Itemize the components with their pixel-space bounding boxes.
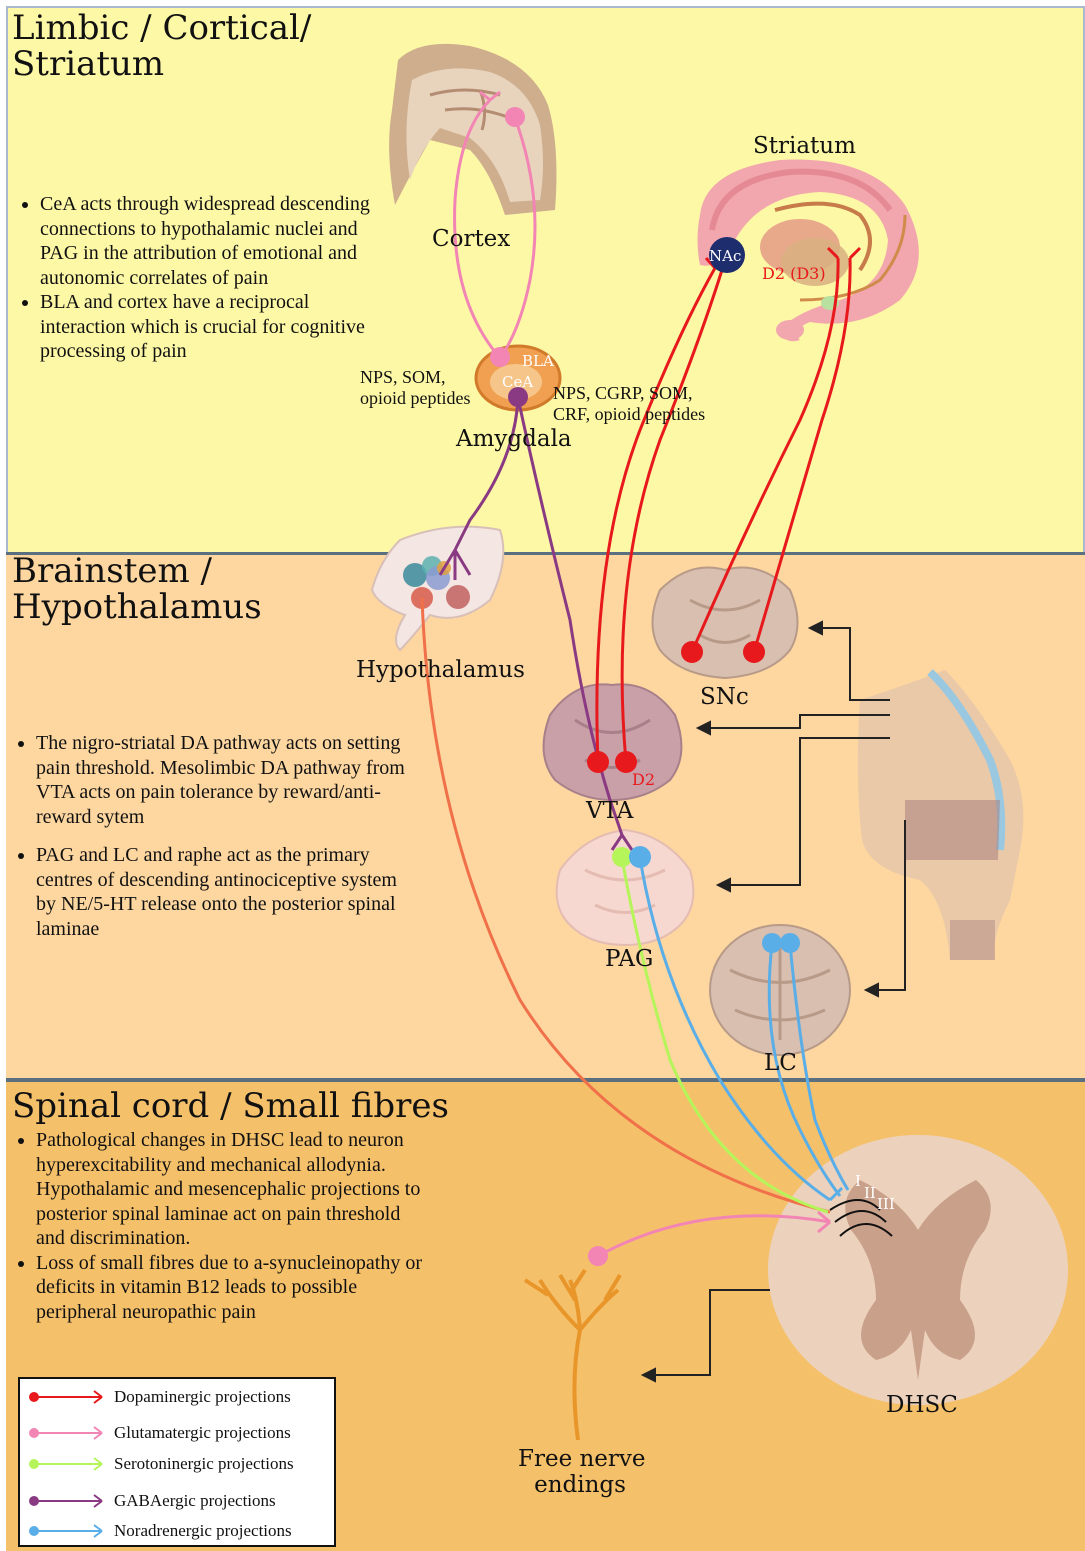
brainstem-sagittal-illustration [858,670,1023,960]
limbic-title-line1: Limbic / Cortical/ [12,8,311,48]
lamina-iii-label: III [877,1195,895,1213]
brainstem-title-line1: Brainstem / [12,551,212,591]
spinal-section-title: Spinal cord / Small fibres [12,1088,449,1124]
legend-label: Noradrenergic projections [114,1521,292,1541]
brainstem-title-line2: Hypothalamus [12,587,262,627]
dhsc-label: DHSC [886,1392,958,1418]
free-nerve-endings-label: Free nerve endings [518,1446,642,1498]
gabaergic-symbol [26,1494,106,1508]
brainstem-bullet: The nigro-striatal DA pathway acts on se… [36,731,421,829]
legend-item-dopaminergic: Dopaminergic projections [26,1385,291,1409]
hypothalamus-illustration [372,527,503,650]
free-nerve-endings-line1: Free nerve [518,1446,646,1472]
vta-midbrain-illustration [544,684,682,800]
brainstem-section-title: Brainstem / Hypothalamus [12,553,262,625]
noradrenergic-symbol [26,1524,106,1538]
snc-neuron-right [743,641,765,663]
limbic-bullet: CeA acts through widespread descending c… [40,192,385,290]
legend-label: Glutamatergic projections [114,1423,291,1443]
brainstem-bullet-list: The nigro-striatal DA pathway acts on se… [8,731,421,941]
dopaminergic-symbol [26,1390,106,1404]
peripheral-neuron [588,1246,608,1266]
free-nerve-endings-illustration [525,1270,620,1440]
legend-item-noradrenergic: Noradrenergic projections [26,1519,292,1543]
cea-label: CeA [502,373,533,391]
snc-neuron-left [681,641,703,663]
limbic-bullet-list: CeA acts through widespread descending c… [12,192,385,364]
d2-receptor-label: D2 [632,770,655,789]
legend-item-gabaergic: GABAergic projections [26,1489,276,1513]
vta-label: VTA [586,798,633,824]
pag-label: PAG [605,946,653,972]
cea-peptides-label: NPS, SOM, opioid peptides [360,367,471,409]
lamina-ii-label: II [864,1184,876,1202]
snc-midbrain-illustration [653,568,798,679]
vta-neuron-left [587,751,609,773]
nac-label: NAc [709,247,741,265]
serotoninergic-symbol [26,1457,106,1471]
legend-label: GABAergic projections [114,1491,276,1511]
limbic-title-line2: Striatum [12,44,164,84]
spinal-bullet-list: Pathological changes in DHSC lead to neu… [8,1128,428,1324]
bla-neuron [490,347,510,367]
lc-neuron-left [762,933,782,953]
d2-d3-receptor-label: D2 (D3) [762,264,826,283]
pag-noradrenergic-neuron [629,846,651,868]
gabaergic-pathways [440,398,632,850]
lamina-i-label: I [855,1172,861,1190]
pag-pons-illustration [557,830,694,945]
legend-item-serotoninergic: Serotoninergic projections [26,1452,294,1476]
dhsc-spinal-cord-illustration [768,1135,1068,1405]
limbic-bullet: BLA and cortex have a reciprocal interac… [40,290,385,364]
spinal-bullet: Loss of small fibres due to a-synucleino… [36,1251,428,1325]
striatum-label: Striatum [753,133,856,159]
projection-legend: Dopaminergic projections Glutamatergic p… [18,1377,336,1547]
neuron-somata [490,107,800,1266]
lc-label: LC [764,1050,797,1076]
lc-neuron-right [780,933,800,953]
spinal-bullet: Pathological changes in DHSC lead to neu… [36,1128,428,1251]
snc-label: SNc [700,684,749,710]
legend-label: Serotoninergic projections [114,1454,294,1474]
amygdala-label: Amygdala [456,426,572,452]
spinal-title: Spinal cord / Small fibres [12,1086,449,1126]
limbic-section-title: Limbic / Cortical/ Striatum [12,10,311,82]
bla-peptides-label: NPS, CGRP, SOM, CRF, opioid peptides [553,383,705,425]
legend-item-glutamatergic: Glutamatergic projections [26,1421,291,1445]
brainstem-bullet: PAG and LC and raphe act as the primary … [36,843,421,941]
free-nerve-endings-line2: endings [534,1472,626,1498]
cortex-label: Cortex [432,226,510,252]
glutamatergic-symbol [26,1426,106,1440]
bla-label: BLA [522,352,554,370]
cortex-neuron [505,107,525,127]
legend-label: Dopaminergic projections [114,1387,291,1407]
hypothalamus-label: Hypothalamus [356,657,525,683]
